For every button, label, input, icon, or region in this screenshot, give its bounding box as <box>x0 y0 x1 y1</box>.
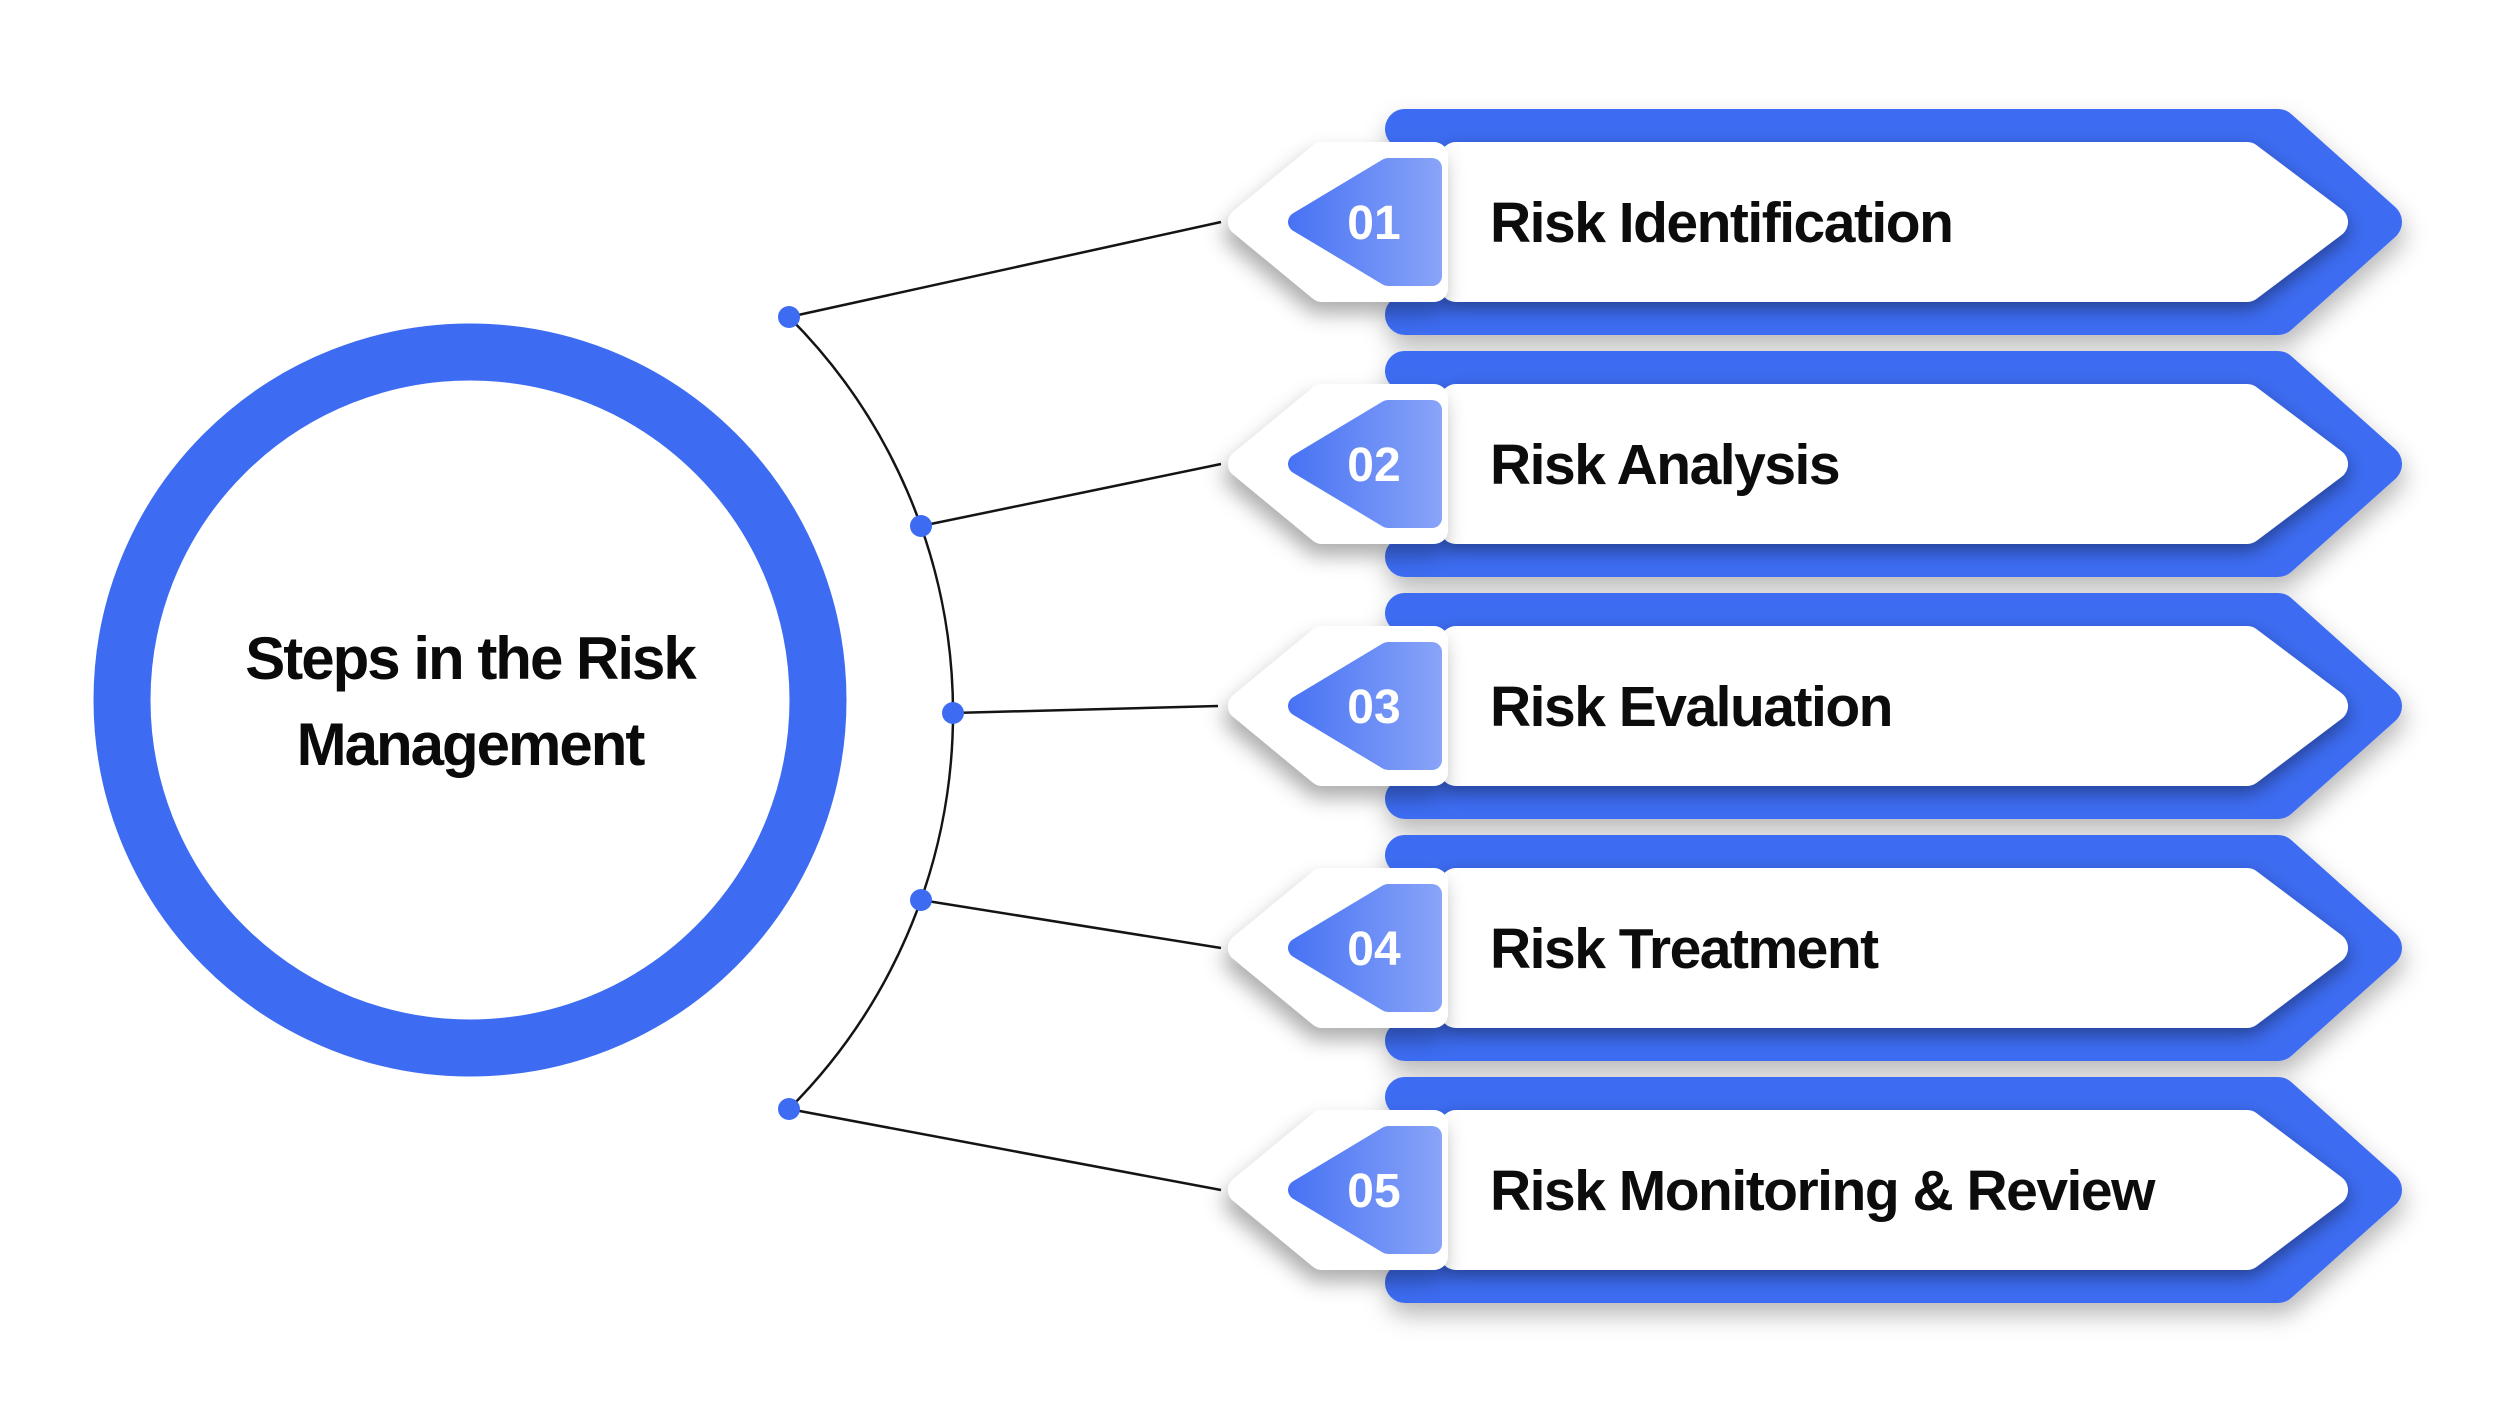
step-label: Risk Treatment <box>1490 917 1879 981</box>
connector-line-1 <box>788 220 1222 319</box>
diagram-title-line1: Steps in the Risk <box>245 625 697 692</box>
connector-line-2 <box>920 462 1222 528</box>
banner-white-panel <box>1440 142 2348 302</box>
step-banner-3: 03 Risk Evaluation <box>1228 593 2402 819</box>
step-banner-4: 04 Risk Treatment <box>1228 835 2402 1061</box>
step-banner-1: 01 Risk Identification <box>1228 109 2402 335</box>
connector-dot-1 <box>778 306 800 328</box>
connector-line-3 <box>952 704 1219 715</box>
step-banner-2: 02 Risk Analysis <box>1228 351 2402 577</box>
step-banner-5: 05 Risk Monitoring & Review <box>1228 1077 2402 1303</box>
step-badge-arrow <box>1288 158 1442 286</box>
connector-dot-3 <box>942 702 964 724</box>
step-number: 05 <box>1347 1165 1400 1218</box>
step-number: 03 <box>1347 681 1400 734</box>
center-circle-ring <box>93 323 847 1077</box>
banner-white-panel <box>1440 868 2348 1028</box>
connector-line-4 <box>920 898 1222 950</box>
banner-white-panel <box>1440 384 2348 544</box>
banner-white-panel <box>1440 1110 2348 1270</box>
step-badge-arrow <box>1288 884 1442 1012</box>
step-badge-arrow <box>1288 400 1442 528</box>
connector-line-5 <box>788 1107 1222 1192</box>
step-badge-arrow <box>1288 1126 1442 1254</box>
step-number: 04 <box>1347 923 1401 976</box>
step-label: Risk Monitoring & Review <box>1490 1159 2156 1223</box>
step-number: 02 <box>1347 439 1400 492</box>
step-badge-arrow <box>1288 642 1442 770</box>
connector-dot-5 <box>778 1098 800 1120</box>
step-label: Risk Analysis <box>1490 433 1839 497</box>
diagram-title-line2: Management <box>297 711 646 778</box>
step-number: 01 <box>1347 197 1400 250</box>
banner-white-panel <box>1440 626 2348 786</box>
connector-dot-2 <box>910 515 932 537</box>
connector-dot-4 <box>910 889 932 911</box>
step-label: Risk Evaluation <box>1490 675 1892 739</box>
step-label: Risk Identification <box>1490 191 1952 255</box>
